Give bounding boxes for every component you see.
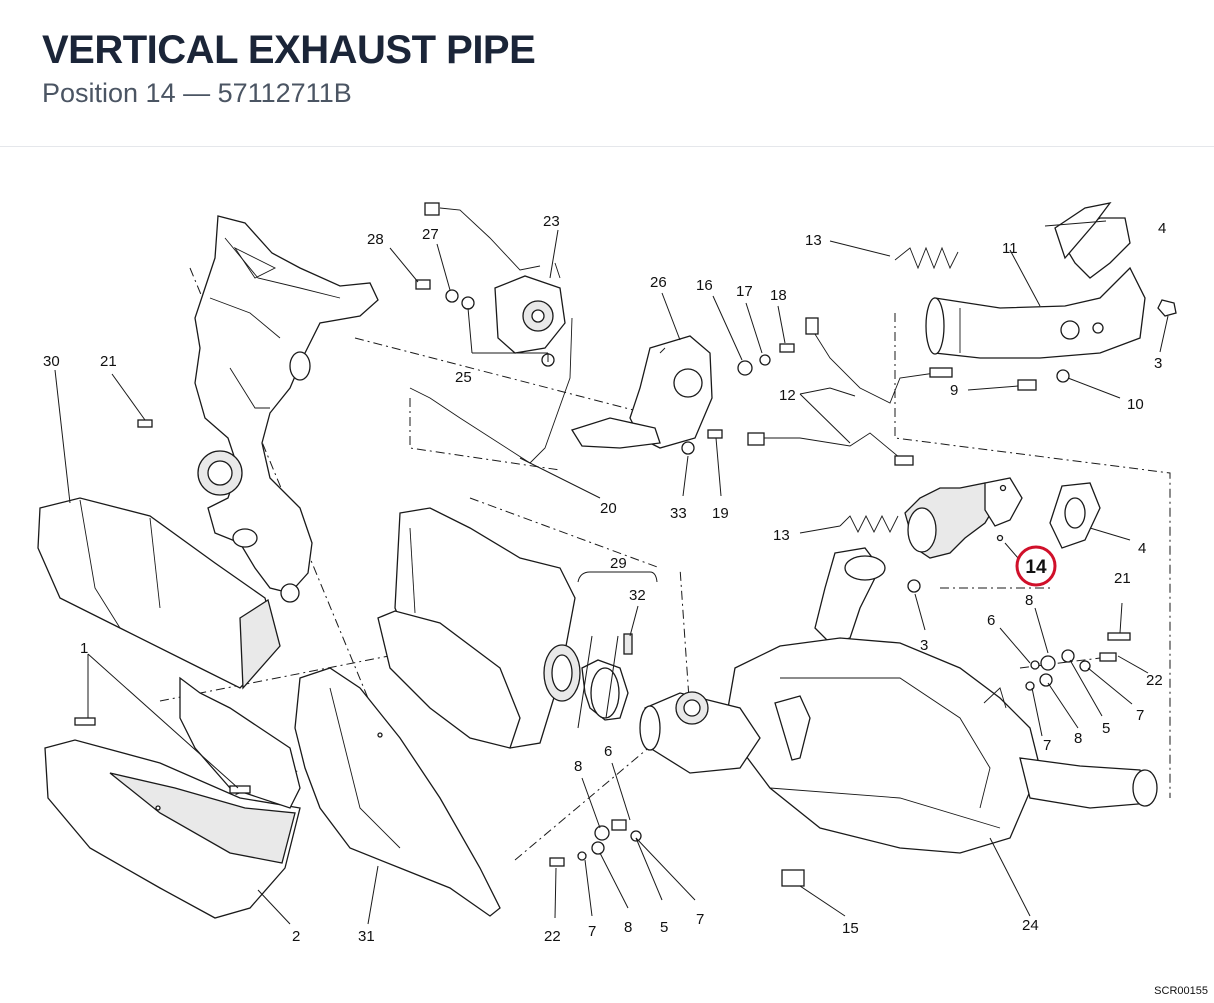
callout-14-highlight[interactable]: 14 <box>1015 545 1057 587</box>
callout-29: 29 <box>610 555 627 572</box>
cover-26 <box>571 335 713 449</box>
fasteners-lower <box>549 632 1131 867</box>
callout-labels: 1 2 3 3 4 4 5 5 6 6 7 7 7 7 8 8 8 8 9 10… <box>43 213 1166 945</box>
callout-14: 14 <box>1025 557 1047 578</box>
main-silencer-24 <box>639 547 1158 887</box>
sensors-12 <box>747 317 1070 466</box>
header: VERTICAL EXHAUST PIPE Position 14 — 5711… <box>0 0 1214 147</box>
page-title: VERTICAL EXHAUST PIPE <box>42 28 536 72</box>
callout-6: 6 <box>604 743 612 760</box>
callout-4: 4 <box>1138 540 1146 557</box>
callout-3: 3 <box>920 637 928 654</box>
callout-9: 9 <box>950 382 958 399</box>
callout-4: 4 <box>1158 220 1166 237</box>
frame-bracket <box>194 215 379 603</box>
callout-7: 7 <box>1043 737 1051 754</box>
callout-21: 21 <box>100 353 117 370</box>
fasteners-upper-left <box>74 279 555 794</box>
exploded-parts-diagram: 1 2 3 3 4 4 5 5 6 6 7 7 7 7 8 8 8 8 9 10… <box>0 148 1214 1003</box>
drawing-reference-code: SCR00155 <box>1154 985 1208 997</box>
callout-8: 8 <box>1074 730 1082 747</box>
callout-3: 3 <box>1154 355 1162 372</box>
heat-guard-2 <box>44 739 301 919</box>
callout-5: 5 <box>660 919 668 936</box>
actuator-23 <box>409 202 573 464</box>
callout-18: 18 <box>770 287 787 304</box>
heat-guard-30 <box>37 497 281 690</box>
callout-8: 8 <box>624 919 632 936</box>
callout-16: 16 <box>696 277 713 294</box>
callout-7: 7 <box>696 911 704 928</box>
callout-1: 1 <box>80 640 88 657</box>
callout-17: 17 <box>736 283 753 300</box>
page-subtitle: Position 14 — 57112711B <box>42 78 352 108</box>
springs-13 <box>839 246 959 534</box>
callout-7: 7 <box>588 923 596 940</box>
callout-13: 13 <box>805 232 822 249</box>
callout-23: 23 <box>543 213 560 230</box>
callout-24: 24 <box>1022 917 1039 934</box>
callout-13: 13 <box>773 527 790 544</box>
muffler-shell <box>377 507 581 749</box>
callout-31: 31 <box>358 928 375 945</box>
clamp-29 <box>577 571 658 721</box>
callout-15: 15 <box>842 920 859 937</box>
callout-21: 21 <box>1114 570 1131 587</box>
callout-32: 32 <box>629 587 646 604</box>
callout-25: 25 <box>455 369 472 386</box>
callout-22: 22 <box>1146 672 1163 689</box>
callout-5: 5 <box>1102 720 1110 737</box>
callout-12: 12 <box>779 387 796 404</box>
callout-22: 22 <box>544 928 561 945</box>
callout-10: 10 <box>1127 396 1144 413</box>
callout-28: 28 <box>367 231 384 248</box>
callout-30: 30 <box>43 353 60 370</box>
callout-7: 7 <box>1136 707 1144 724</box>
callout-11: 11 <box>1002 240 1018 257</box>
callout-8: 8 <box>1025 592 1033 609</box>
callout-19: 19 <box>712 505 729 522</box>
vertical-exhaust-pipe-14 <box>904 477 1101 593</box>
callout-20: 20 <box>600 500 617 517</box>
fasteners-upper-middle <box>681 343 795 455</box>
inner-guard-31 <box>179 667 501 917</box>
upper-pipe-11 <box>925 202 1177 359</box>
callout-2: 2 <box>292 928 300 945</box>
callout-26: 26 <box>650 274 667 291</box>
leader-lines <box>54 220 1169 925</box>
callout-33: 33 <box>670 505 687 522</box>
callout-8: 8 <box>574 758 582 775</box>
callout-27: 27 <box>422 226 439 243</box>
callout-6: 6 <box>987 612 995 629</box>
